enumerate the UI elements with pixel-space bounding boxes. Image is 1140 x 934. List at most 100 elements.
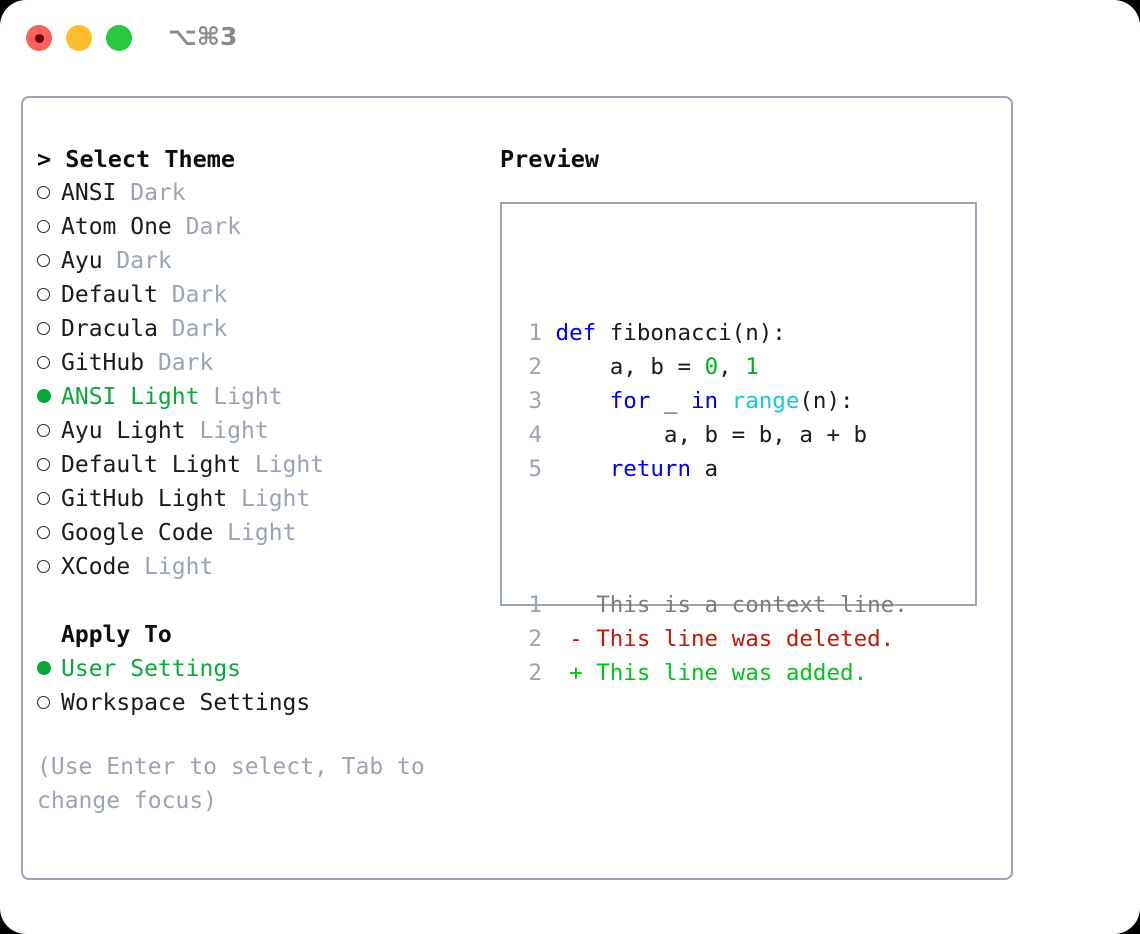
theme-variant-label: Dark <box>102 248 172 274</box>
diff-sample: 1 This is a context line. 2 - This line w… <box>518 588 908 690</box>
code-token: 0 <box>704 354 719 380</box>
code-line: 4 a, b = b, a + b <box>518 418 908 452</box>
code-token: 1 <box>745 354 759 380</box>
theme-variant-label: Light <box>185 418 269 444</box>
diff-sign: - <box>542 626 597 652</box>
radio-glyph <box>37 696 50 709</box>
theme-name: ANSI Light <box>61 384 200 410</box>
line-number: 5 <box>528 456 542 482</box>
theme-list-item[interactable]: Google Code Light <box>37 516 507 550</box>
theme-variant-label: Light <box>241 452 325 478</box>
radio-glyph <box>37 186 50 199</box>
code-token: (n): <box>799 388 854 414</box>
code-token: in <box>691 388 719 414</box>
theme-variant-label: Dark <box>116 180 186 206</box>
theme-list-item[interactable]: Ayu Dark <box>37 244 507 278</box>
theme-variant-label: Dark <box>171 214 242 240</box>
diff-text: This is a context line. <box>596 592 908 618</box>
keyboard-hint: (Use Enter to select, Tab to change focu… <box>37 754 425 814</box>
radio-unselected-icon[interactable] <box>37 176 61 210</box>
radio-unselected-icon[interactable] <box>37 346 61 380</box>
radio-unselected-icon[interactable] <box>37 414 61 448</box>
theme-list-item[interactable]: ANSI Light Light <box>37 380 507 414</box>
radio-glyph <box>37 322 50 335</box>
line-number: 1 <box>528 320 542 346</box>
theme-list-item[interactable]: Atom One Dark <box>37 210 507 244</box>
apply-to-label: User Settings <box>61 656 242 682</box>
radio-unselected-icon[interactable] <box>37 482 61 516</box>
theme-name: XCode <box>61 554 131 580</box>
theme-name: Default <box>61 282 158 308</box>
theme-list-item[interactable]: XCode Light <box>37 550 507 584</box>
code-line: 5 return a <box>518 452 908 486</box>
minimize-button[interactable] <box>66 25 92 51</box>
radio-glyph <box>37 254 50 267</box>
preview-heading: Preview <box>500 145 600 173</box>
apply-to-option[interactable]: Workspace Settings <box>37 686 507 720</box>
code-token: a, b = b, a + b <box>555 422 868 448</box>
theme-list-item[interactable]: Default Light Light <box>37 448 507 482</box>
theme-name: GitHub <box>61 350 145 376</box>
theme-list-item[interactable]: Default Dark <box>37 278 507 312</box>
radio-glyph <box>37 389 51 403</box>
theme-variant-label: Dark <box>157 316 228 342</box>
radio-unselected-icon[interactable] <box>37 448 61 482</box>
radio-unselected-icon[interactable] <box>37 686 61 720</box>
theme-list-item[interactable]: GitHub Light Light <box>37 482 507 516</box>
code-token: for <box>609 388 651 414</box>
theme-variant-label: Light <box>213 520 297 546</box>
radio-glyph <box>37 424 50 437</box>
radio-selected-icon[interactable] <box>37 652 61 686</box>
code-token <box>718 388 732 414</box>
theme-name: Dracula <box>61 316 158 342</box>
theme-list-item[interactable]: GitHub Dark <box>37 346 507 380</box>
theme-variant-label: Light <box>199 384 283 410</box>
theme-list-item[interactable]: Dracula Dark <box>37 312 507 346</box>
code-line: 1 def fibonacci(n): <box>518 316 908 350</box>
code-line: 2 a, b = 0, 1 <box>518 350 908 384</box>
radio-unselected-icon[interactable] <box>37 516 61 550</box>
theme-variant-label: Dark <box>157 282 228 308</box>
radio-unselected-icon[interactable] <box>37 244 61 278</box>
code-token <box>556 456 610 482</box>
diff-line: 2 + This line was added. <box>518 656 908 690</box>
code-token: def <box>555 320 597 346</box>
code-token: a <box>691 456 719 482</box>
theme-list-item[interactable]: Ayu Light Light <box>37 414 507 448</box>
radio-glyph <box>37 526 50 539</box>
line-number: 4 <box>528 422 542 448</box>
diff-line-number: 1 <box>528 592 542 618</box>
theme-name: Default Light <box>61 452 242 478</box>
radio-glyph <box>37 492 50 505</box>
window-title: ⌥⌘3 <box>168 22 238 51</box>
radio-unselected-icon[interactable] <box>37 210 61 244</box>
theme-variant-label: Dark <box>144 350 214 376</box>
radio-unselected-icon[interactable] <box>37 550 61 584</box>
preview-column: Preview 1 def fibonacci(n):2 a, b = 0, 1… <box>500 142 1000 686</box>
code-token: a, b = <box>555 354 705 380</box>
radio-unselected-icon[interactable] <box>37 312 61 346</box>
title-bar: ⌥⌘3 <box>0 0 1140 78</box>
theme-variant-label: Light <box>130 554 214 580</box>
maximize-button[interactable] <box>106 25 132 51</box>
apply-to-option[interactable]: User Settings <box>37 652 507 686</box>
apply-to-label: Workspace Settings <box>61 690 311 716</box>
diff-line-number: 2 <box>528 660 542 686</box>
radio-selected-icon[interactable] <box>37 380 61 414</box>
radio-unselected-icon[interactable] <box>37 278 61 312</box>
code-token: _ <box>650 388 692 414</box>
code-token: fibonacci(n): <box>596 320 786 346</box>
theme-list-item[interactable]: ANSI Dark <box>37 176 507 210</box>
code-token: range <box>731 388 800 414</box>
select-theme-heading: > Select Theme <box>37 145 236 173</box>
radio-glyph <box>37 560 50 573</box>
radio-glyph <box>37 458 50 471</box>
diff-line: 2 - This line was deleted. <box>518 622 908 656</box>
radio-glyph <box>37 220 50 233</box>
